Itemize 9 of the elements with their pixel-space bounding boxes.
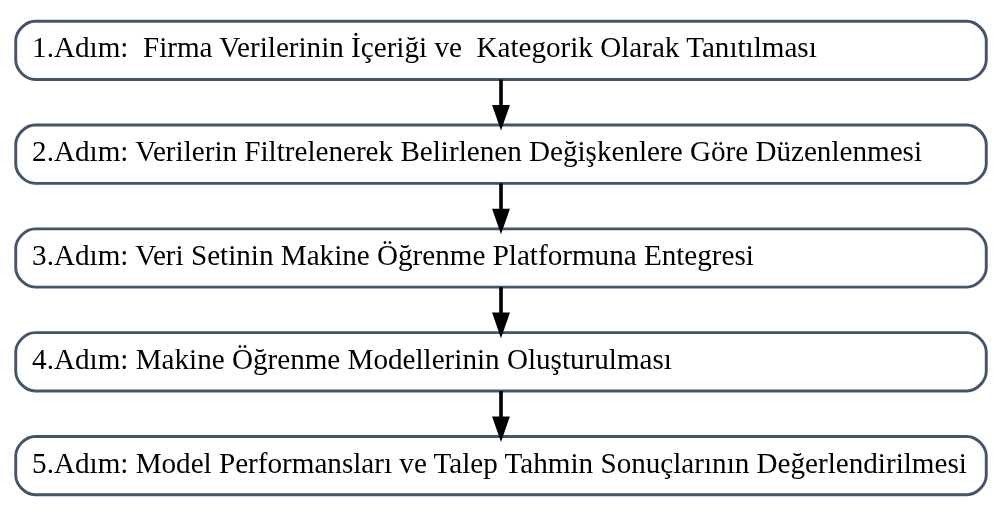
node-box: 4.Adım: Makine Öğrenme Modellerinin Oluşturulması [14, 331, 988, 393]
node-box: 2.Adım: Verilerin Filtrelenerek Belirlenen Değişkenlere Göre Düzenlenmesi [14, 123, 988, 185]
node-box: 1.Adım: Firma Verilerinin İçeriği ve Kategorik Olarak Tanıtılması [14, 19, 988, 81]
node-box: 3.Adım: Veri Setinin Makine Öğrenme Platformuna Entegresi [14, 227, 988, 289]
arrow [492, 79, 510, 131]
arrow [492, 287, 510, 339]
arrow [492, 391, 510, 442]
node-box: 5.Adım: Model Performansları ve Talep Tahmin Sonuçlarının Değerlendirilmesi [14, 435, 988, 497]
arrow [492, 183, 510, 235]
